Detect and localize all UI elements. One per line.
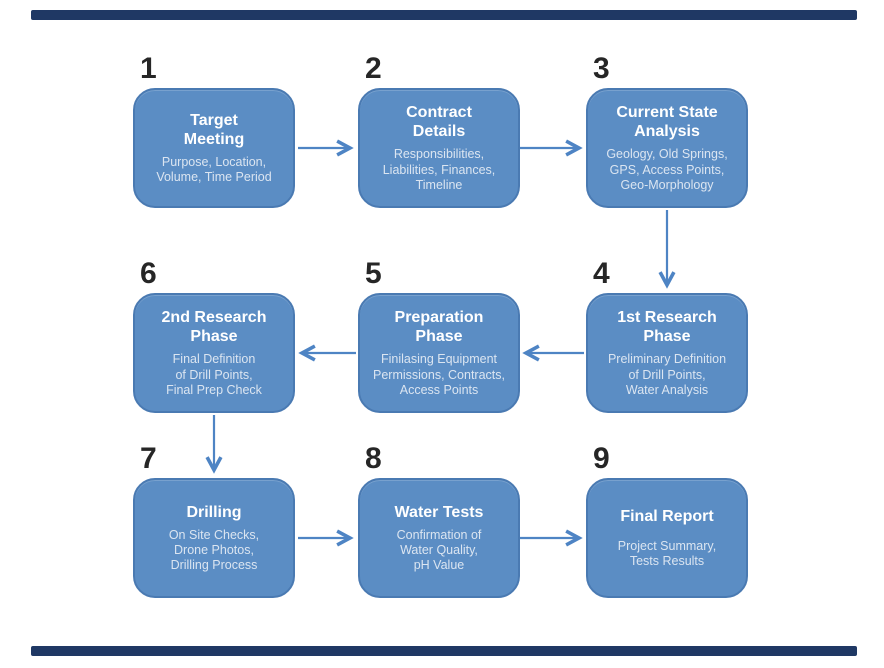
box-title: Final Report — [620, 507, 714, 525]
flow-node-target-meeting: 1 Target Meeting Purpose, Location, Volu… — [133, 54, 295, 208]
step-number: 5 — [365, 257, 382, 290]
box-title: Preparation Phase — [394, 308, 484, 346]
box-subtitle: Purpose, Location, Volume, Time Period — [156, 154, 272, 185]
flow-node-1st-research-phase: 4 1st Research Phase Preliminary Definit… — [586, 259, 748, 413]
step-number: 1 — [140, 52, 157, 85]
flow-box: Drilling On Site Checks, Drone Photos, D… — [133, 478, 295, 598]
box-title: Current State Analysis — [616, 103, 718, 141]
flow-box: Water Tests Confirmation of Water Qualit… — [358, 478, 520, 598]
box-title: Drilling — [186, 503, 242, 521]
flow-box: Current State Analysis Geology, Old Spri… — [586, 88, 748, 208]
flow-node-preparation-phase: 5 Preparation Phase Finilasing Equipment… — [358, 259, 520, 413]
step-number: 8 — [365, 442, 382, 475]
box-subtitle: Final Definition of Drill Points, Final … — [166, 352, 262, 397]
step-number: 6 — [140, 257, 157, 290]
box-title: Contract Details — [406, 103, 472, 141]
flow-box: 1st Research Phase Preliminary Definitio… — [586, 293, 748, 413]
box-title: 2nd Research Phase — [161, 308, 267, 346]
box-subtitle: Responsibilities, Liabilities, Finances,… — [382, 147, 496, 192]
step-number: 3 — [593, 52, 610, 85]
box-subtitle: On Site Checks, Drone Photos, Drilling P… — [168, 527, 260, 573]
flow-node-drilling: 7 Drilling On Site Checks, Drone Photos,… — [133, 444, 295, 598]
box-subtitle: Geology, Old Springs, GPS, Access Points… — [606, 147, 728, 192]
bottom-border-bar — [31, 646, 857, 656]
step-number: 7 — [140, 442, 157, 475]
flow-box: Final Report Project Summary, Tests Resu… — [586, 478, 748, 598]
box-subtitle: Finilasing Equipment Permissions, Contra… — [373, 352, 505, 397]
flow-node-current-state-analysis: 3 Current State Analysis Geology, Old Sp… — [586, 54, 748, 208]
step-number: 4 — [593, 257, 610, 290]
flow-box: 2nd Research Phase Final Definition of D… — [133, 293, 295, 413]
flow-node-2nd-research-phase: 6 2nd Research Phase Final Definition of… — [133, 259, 295, 413]
flow-box: Contract Details Responsibilities, Liabi… — [358, 88, 520, 208]
flow-node-water-tests: 8 Water Tests Confirmation of Water Qual… — [358, 444, 520, 598]
box-title: Water Tests — [394, 503, 484, 521]
box-subtitle: Preliminary Definition of Drill Points, … — [607, 352, 727, 397]
flow-box: Preparation Phase Finilasing Equipment P… — [358, 293, 520, 413]
top-border-bar — [31, 10, 857, 20]
flow-node-final-report: 9 Final Report Project Summary, Tests Re… — [586, 444, 748, 598]
flow-node-contract-details: 2 Contract Details Responsibilities, Lia… — [358, 54, 520, 208]
box-title: Target Meeting — [183, 111, 245, 148]
box-subtitle: Project Summary, Tests Results — [617, 538, 717, 569]
flow-box: Target Meeting Purpose, Location, Volume… — [133, 88, 295, 208]
step-number: 2 — [365, 52, 382, 85]
box-title: 1st Research Phase — [617, 308, 717, 346]
box-subtitle: Confirmation of Water Quality, pH Value — [396, 527, 482, 573]
step-number: 9 — [593, 442, 610, 475]
